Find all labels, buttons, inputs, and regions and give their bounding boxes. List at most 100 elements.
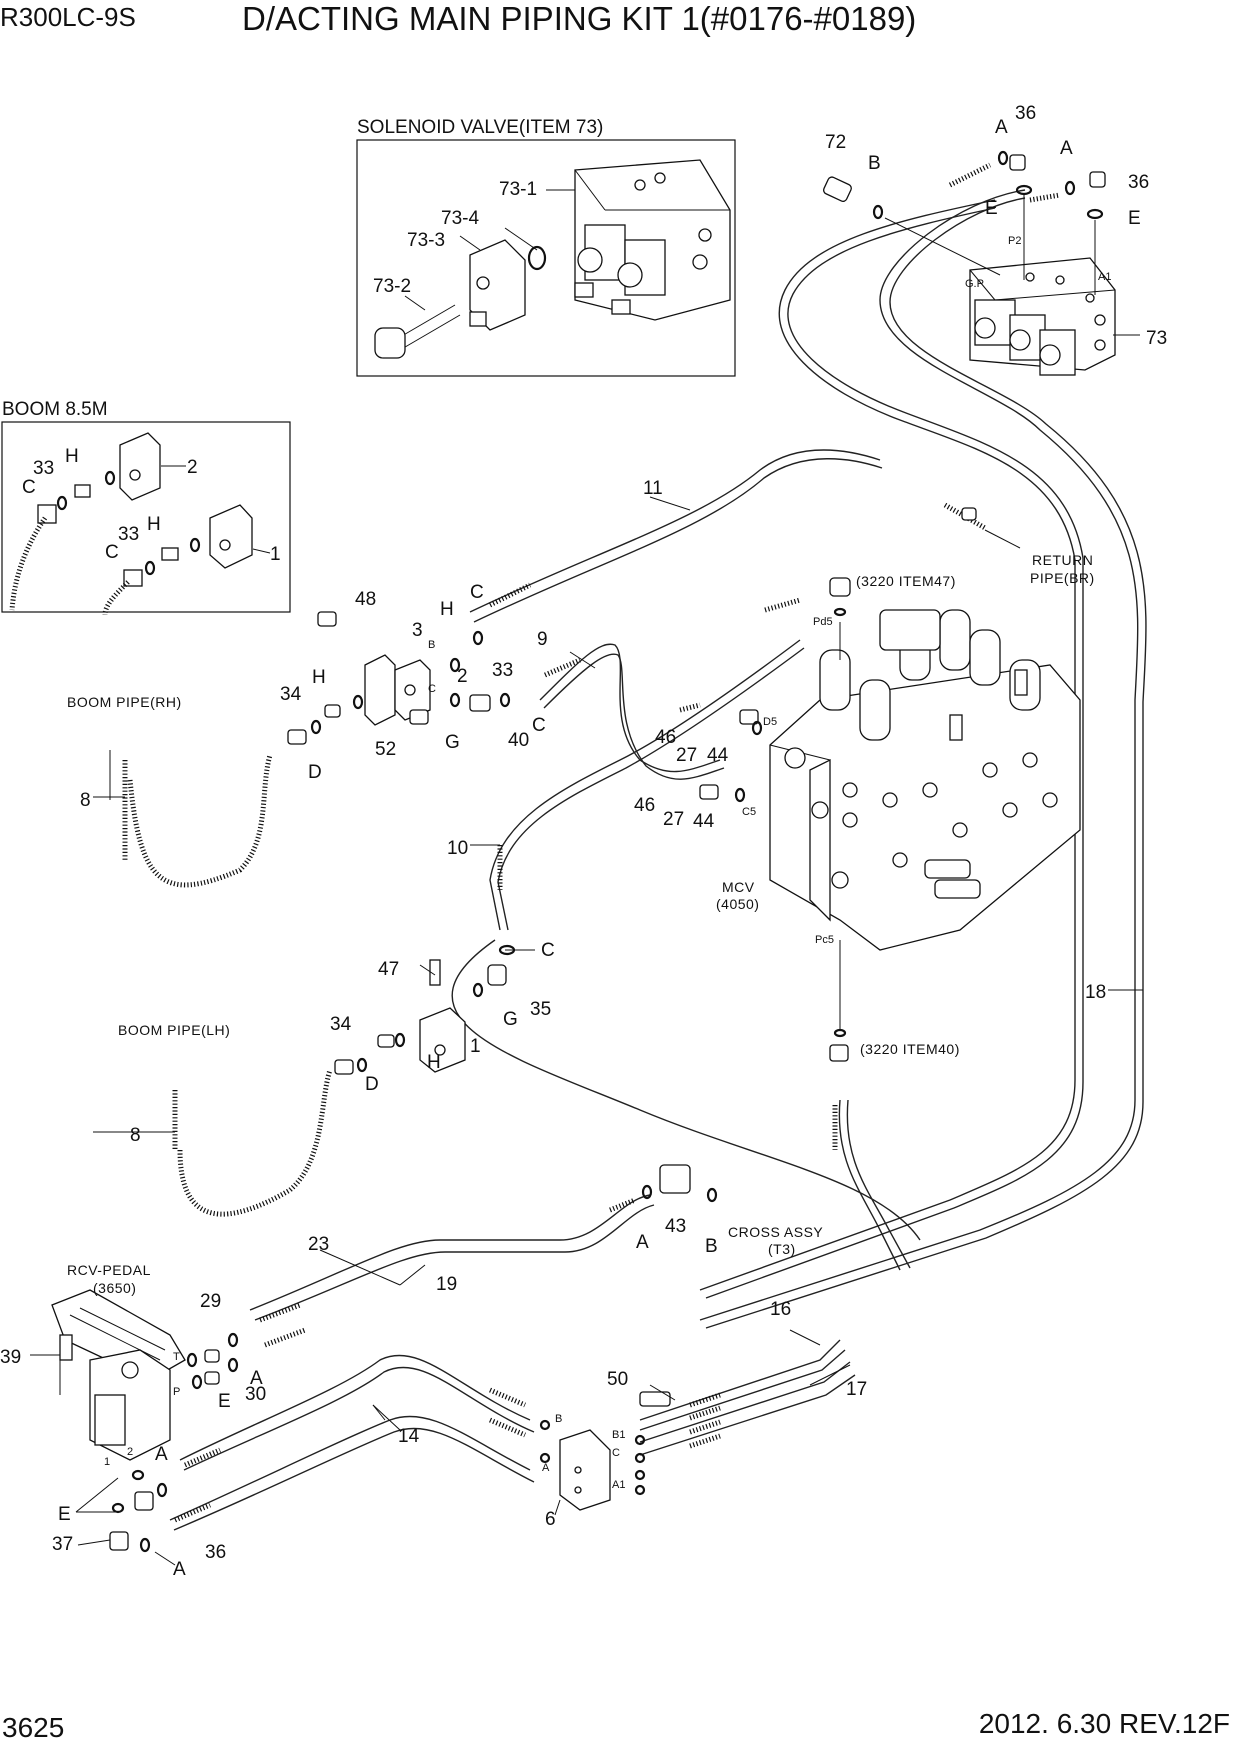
model-number: R300LC-9S <box>0 2 136 32</box>
letter-g-mid: G <box>445 732 460 753</box>
callout-36-bottom: 36 <box>205 1542 226 1563</box>
return-pipe-note-2: PIPE(BR) <box>1030 570 1095 586</box>
callout-73-3: 73-3 <box>407 230 445 251</box>
notes: RETURN PIPE(BR) (3220 ITEM47) (3220 ITEM… <box>67 552 1095 1296</box>
callout-8-lower: 8 <box>130 1125 141 1146</box>
port-p: P <box>173 1386 180 1398</box>
callout-46-upper: 46 <box>655 727 676 748</box>
leader-lines <box>30 195 1143 1566</box>
callout-33-boom-2: 33 <box>118 524 139 545</box>
rcv-pedal-code: (3650) <box>93 1280 136 1296</box>
letter-d-lower: D <box>365 1074 379 1095</box>
callout-8-upper: 8 <box>80 790 91 811</box>
mcv-code: (4050) <box>716 896 759 912</box>
port-a1: A1 <box>1098 271 1111 283</box>
letter-a-cross: A <box>636 1232 649 1253</box>
solenoid-inset-title: SOLENOID VALVE(ITEM 73) <box>357 117 603 138</box>
port-1: 1 <box>104 1456 110 1468</box>
callout-34-lower: 34 <box>330 1014 352 1035</box>
callout-17: 17 <box>846 1379 867 1400</box>
letter-c-lower: C <box>541 940 555 961</box>
fittings <box>109 150 1106 1553</box>
letter-h-boom-1: H <box>65 446 79 467</box>
callout-14: 14 <box>398 1426 420 1447</box>
callout-9: 9 <box>537 629 548 650</box>
callout-35: 35 <box>530 999 551 1020</box>
port-d5: D5 <box>763 716 777 728</box>
callout-33-mid: 33 <box>492 660 513 681</box>
boom-pipe-lh-note: BOOM PIPE(LH) <box>118 1022 230 1038</box>
callout-1-boom: 1 <box>270 544 281 565</box>
boom-pipe-rh-note: BOOM PIPE(RH) <box>67 694 182 710</box>
letter-h-upper: H <box>312 667 326 688</box>
port-t: T <box>173 1351 180 1363</box>
letter-c-mid: C <box>470 582 484 603</box>
callout-73-2: 73-2 <box>373 276 411 297</box>
letter-h-mid: H <box>440 599 454 620</box>
callout-6: 6 <box>545 1509 556 1530</box>
letter-a-top: A <box>995 117 1008 138</box>
letter-c-right: C <box>532 715 546 736</box>
callout-73: 73 <box>1146 328 1167 349</box>
callout-39: 39 <box>0 1347 21 1368</box>
callout-48: 48 <box>355 589 376 610</box>
callout-2-mid: 2 <box>457 666 468 687</box>
callout-27-lower: 27 <box>663 809 684 830</box>
port-c-block6: C <box>612 1447 620 1459</box>
callout-23: 23 <box>308 1234 329 1255</box>
return-pipe-note: RETURN <box>1032 552 1093 568</box>
mcv-note: MCV <box>722 879 755 895</box>
port-gp: G.P <box>965 278 984 290</box>
port-labels: P2 G.P A1 Pd5 D5 C5 Pc5 B C T P 1 2 B A … <box>104 235 1111 1491</box>
callout-29: 29 <box>200 1291 221 1312</box>
letter-c-boom-2: C <box>105 542 119 563</box>
rcv-pedal <box>51 1289 186 1461</box>
callout-52: 52 <box>375 739 396 760</box>
callout-47: 47 <box>378 959 399 980</box>
ref-3220-item47: (3220 ITEM47) <box>856 573 956 589</box>
letter-a-bottom: A <box>173 1559 186 1580</box>
letter-h-lower: H <box>427 1052 441 1073</box>
letter-e-top: E <box>985 198 998 219</box>
letter-h-boom-2: H <box>147 514 161 535</box>
port-b-block6: B <box>555 1413 562 1425</box>
boom-inset: BOOM 8.5M C 33 H 2 C 33 H 1 <box>1 399 291 616</box>
letter-e-lower-left: E <box>58 1504 71 1525</box>
callout-16: 16 <box>770 1299 791 1320</box>
port-pd5: Pd5 <box>813 616 833 628</box>
port-c5: C5 <box>742 806 756 818</box>
callout-36-right: 36 <box>1128 172 1149 193</box>
callout-73-4: 73-4 <box>441 208 479 229</box>
port-a1-block6: A1 <box>612 1479 625 1491</box>
callout-3: 3 <box>412 620 423 641</box>
port-b-small: B <box>428 639 435 651</box>
block-3-2-assembly <box>364 654 466 1073</box>
callout-18: 18 <box>1085 982 1106 1003</box>
callout-44-lower: 44 <box>693 811 715 832</box>
port-p2: P2 <box>1008 235 1021 247</box>
callout-34-upper: 34 <box>280 684 302 705</box>
callout-37: 37 <box>52 1534 73 1555</box>
letter-b-top: B <box>868 153 881 174</box>
callout-30: 30 <box>245 1384 266 1405</box>
letter-b-cross: B <box>705 1236 718 1257</box>
rcv-pedal-note: RCV-PEDAL <box>67 1262 151 1278</box>
solenoid-valve-inset: SOLENOID VALVE(ITEM 73) 73-1 73-4 73-3 7… <box>356 117 736 377</box>
callout-11: 11 <box>643 478 663 499</box>
callout-10: 10 <box>447 838 468 859</box>
callout-44-upper: 44 <box>707 745 729 766</box>
page-title: D/ACTING MAIN PIPING KIT 1(#0176-#0189) <box>242 0 917 37</box>
letter-e-right: E <box>1128 208 1141 229</box>
callout-27-upper: 27 <box>676 745 697 766</box>
port-b1-block6: B1 <box>612 1429 625 1441</box>
cross-assy-note: CROSS ASSY <box>728 1224 823 1240</box>
letter-c-boom-1: C <box>22 477 36 498</box>
port-c-small: C <box>428 683 436 695</box>
page-number: 3625 <box>2 1712 65 1743</box>
ref-3220-item40: (3220 ITEM40) <box>860 1041 960 1057</box>
block-6 <box>559 1429 611 1511</box>
callout-36-top: 36 <box>1015 103 1036 124</box>
letter-d-upper: D <box>308 762 322 783</box>
letter-a-right: A <box>1060 138 1073 159</box>
